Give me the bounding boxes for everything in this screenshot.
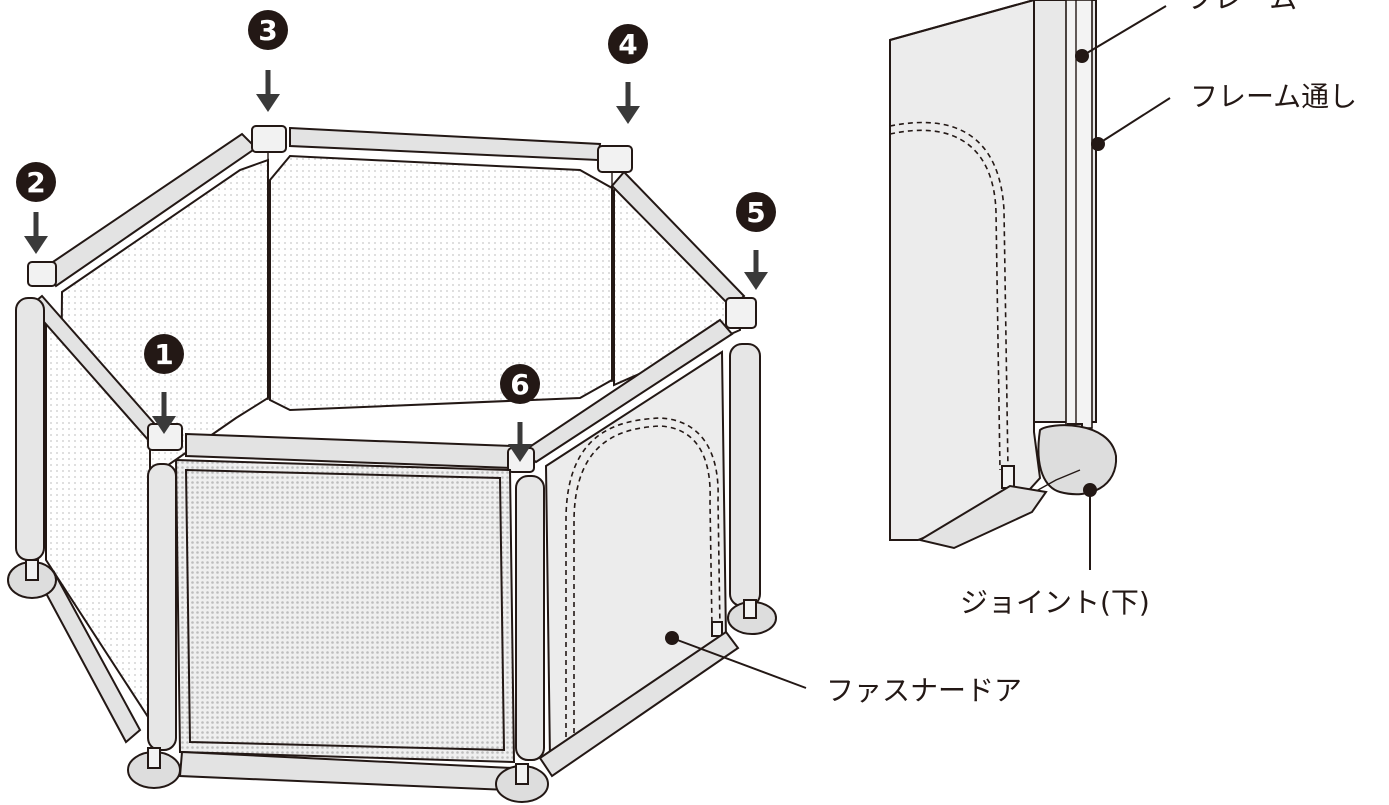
inset-top-edge [889,0,1035,41]
badge-4 [608,24,648,64]
arrow-4-head [616,106,640,124]
foot-6-peg [515,763,529,785]
badge-6-number: 6 [510,368,529,401]
foot-5-peg [743,599,757,619]
pole-6 [515,475,545,761]
zipper-door-stitch [565,417,721,746]
badge-3 [248,10,288,50]
inset-fabric-panel [889,0,1042,541]
mesh-panel-back [269,154,613,412]
badge-2 [16,162,56,202]
badge-2-number: 2 [26,166,45,199]
foot-1-peg [147,747,161,769]
vertical-poles [15,152,761,761]
arrow-6-head [508,444,532,462]
joint-bottom-label: ジョイント(下) [960,586,1150,619]
pole-1 [147,463,177,751]
joint-top-3 [251,125,287,153]
marker-1: 1 [144,334,184,434]
frame-sleeve-callout-line [1097,97,1171,145]
pole-2 [15,297,45,561]
badge-5 [736,192,776,232]
bottom-rails [38,570,740,792]
frame-label: フレーム [1186,0,1297,15]
rail-5-6 [520,318,734,464]
inset-bottom-rail [917,484,1048,550]
marker-5: 5 [736,192,776,290]
zipper-door-label: ファスナードア [826,674,1022,707]
arrow-3-head [256,94,280,112]
arrow-2-head [24,236,48,254]
inset-door-stitch-inner [889,129,1001,471]
arrow-5-head [744,272,768,290]
pole-5 [729,343,761,607]
top-joints [27,125,757,473]
joint-top-4 [597,145,633,173]
top-rails [28,126,746,470]
assembly-order-markers: 3 4 2 5 1 6 [16,10,776,462]
door-callout-line [671,637,807,689]
marker-4: 4 [608,24,648,124]
badge-1 [144,334,184,374]
badge-6 [500,364,540,404]
marker-6: 6 [500,364,540,462]
joint-top-2 [27,261,57,287]
bottom-feet [7,559,777,803]
badge-3-number: 3 [258,14,277,47]
marker-2: 2 [16,162,56,254]
inset-frame-tube [1065,0,1093,429]
badge-1-number: 1 [154,338,173,371]
zipper-pull [711,621,723,637]
frame-sleeve-label: フレーム通し [1190,80,1357,113]
badge-4-number: 4 [618,28,637,61]
marker-3: 3 [248,10,288,112]
inset-joint-bottom [1037,424,1118,496]
badge-5-number: 5 [746,196,765,229]
inset-door-stitch [889,121,1009,471]
detail-inset: フレーム フレーム通し ジョイント(下) [889,0,1357,619]
zipper-door-stitch-inner [573,425,713,742]
arrow-1-head [152,416,176,434]
frame-callout-line [1081,5,1167,57]
foot-2-peg [25,559,39,581]
playpen-main-illustration: ファスナードア [7,125,1022,803]
rail-bottom-right [538,630,740,778]
mesh-panel-front [174,458,516,764]
rail-3-4 [289,126,602,162]
inset-zipper-pull [1001,465,1015,489]
mesh-panel-front-inner [184,468,506,752]
joint-top-5 [725,297,757,329]
